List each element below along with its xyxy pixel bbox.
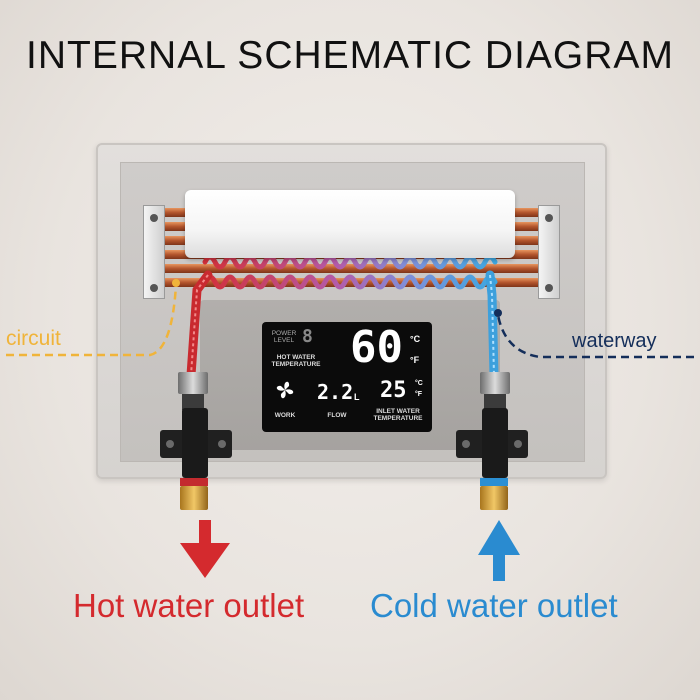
right-bracket (538, 205, 560, 299)
cold-fitting (456, 372, 528, 510)
inlet-unit-c: °C (415, 380, 423, 387)
inlet-value: 25 (380, 378, 407, 403)
hot-unit-c: °C (410, 334, 421, 344)
hot-fitting (160, 372, 232, 510)
flow-unit: L (354, 392, 360, 402)
inlet-water-temperature-label: INLET WATER TEMPERATURE (373, 408, 423, 422)
inlet-unit-f: °F (415, 391, 423, 398)
left-bracket (143, 205, 165, 299)
down-arrow-icon (180, 520, 230, 578)
hot-water-temperature-label: HOT WATER TEMPERATURE (271, 354, 321, 368)
flow-label: FLOW (327, 412, 347, 419)
work-label: WORK (274, 412, 296, 419)
circuit-label: circuit (6, 327, 61, 350)
up-arrow-icon (478, 520, 520, 581)
flow-value: 2.2 (317, 380, 354, 404)
waterway-label: waterway (572, 330, 657, 352)
fan-icon (276, 381, 294, 399)
lcd-display: POWER LEVEL 8 HOT WATER TEMPERATURE 60 °… (262, 322, 432, 432)
hot-hose (186, 270, 213, 380)
diagram-title: INTERNAL SCHEMATIC DIAGRAM (26, 34, 674, 77)
power-level-value: 8 (302, 326, 313, 347)
hot-water-outlet-label: Hot water outlet (73, 587, 305, 624)
heating-element-cover (185, 190, 515, 258)
hot-water-value: 60 (350, 322, 403, 373)
hot-unit-f: °F (410, 355, 420, 365)
power-level-label: POWER LEVEL (271, 330, 297, 344)
cold-water-outlet-label: Cold water outlet (370, 587, 618, 624)
waterway-pointer (496, 314, 694, 359)
circuit-pointer (6, 284, 178, 357)
